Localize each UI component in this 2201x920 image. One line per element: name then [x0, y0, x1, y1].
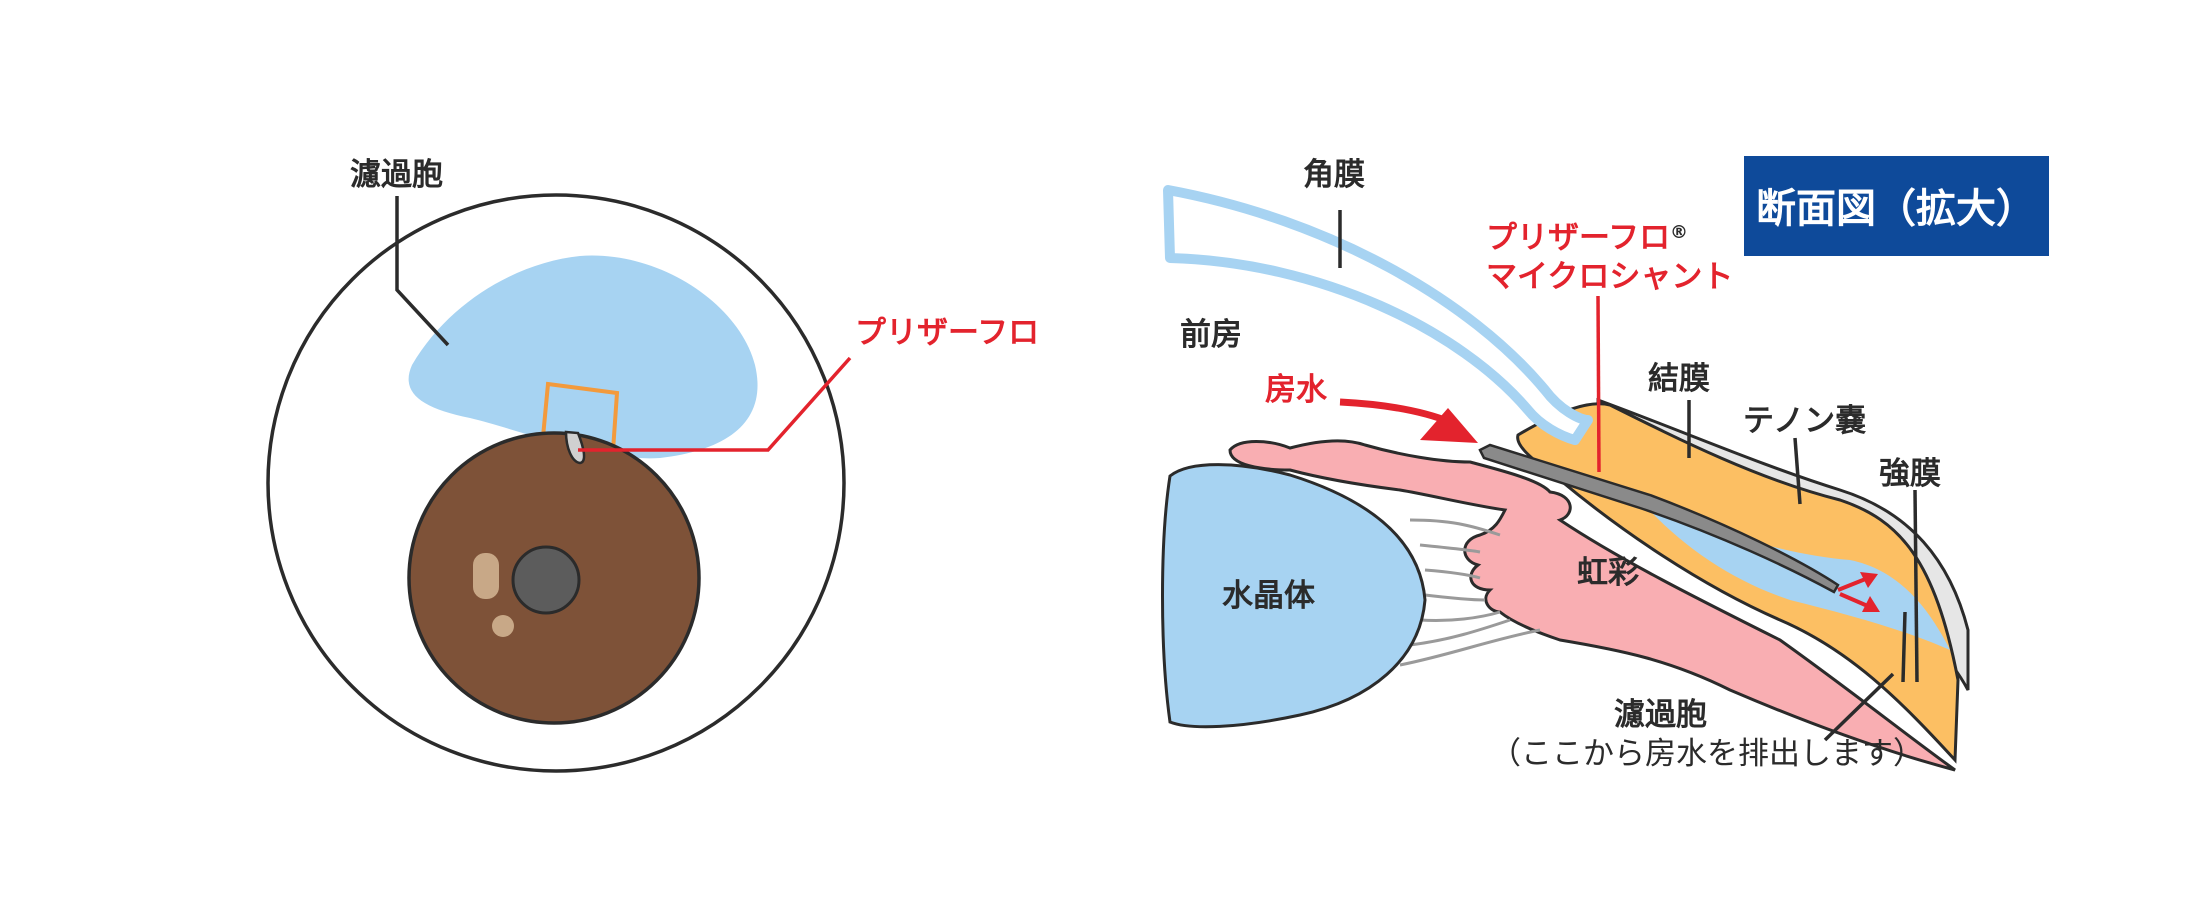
aqueous-flow-arrow — [1339, 398, 1452, 426]
outflow-arrows — [1837, 572, 1880, 612]
cornea — [1163, 185, 1593, 445]
filtering-bleb-front — [408, 255, 758, 459]
cross-section-illustration: 断面図（拡大） — [1161, 156, 2049, 772]
sclera-label: 強膜 — [1879, 456, 1941, 492]
zonule-fibers — [1399, 518, 1541, 667]
shunt-front — [564, 430, 586, 465]
iris-section — [1228, 439, 1956, 772]
bleb-leader-line — [395, 196, 450, 347]
section-badge — [1744, 156, 2049, 256]
anterior-chamber-label: 前房 — [1180, 317, 1242, 353]
device-label-front: プリザーフロ — [855, 315, 1039, 351]
aqueous-humor-label: 房水 — [1265, 372, 1328, 408]
device-name-line1: プリザーフロ — [1486, 220, 1670, 256]
front-view-illustration: 濾過胞 プリザーフロ — [266, 157, 1039, 773]
device-leader-line-section — [1596, 295, 1601, 473]
conjunctiva-label: 結膜 — [1648, 361, 1710, 397]
device-registered-mark: ® — [1670, 222, 1688, 243]
tenon-capsule-label: テノン嚢 — [1743, 403, 1866, 439]
iris-label: 虹彩 — [1577, 555, 1639, 591]
device-leader-line — [578, 356, 852, 452]
bleb-note: （ここから房水を排出します） — [1490, 736, 1924, 772]
aqueous-flow-arrowhead — [1420, 408, 1478, 443]
iris-highlight — [473, 553, 499, 599]
lens-label: 水晶体 — [1222, 578, 1315, 614]
bleb-label-front: 濾過胞 — [350, 157, 443, 193]
pupil — [511, 545, 581, 615]
section-badge-text: 断面図（拡大） — [1756, 186, 2036, 232]
device-name-line2: マイクロシャント — [1486, 259, 1733, 295]
bleb-label-section: 濾過胞 — [1614, 697, 1707, 733]
iris-highlight-small — [492, 615, 514, 637]
section-leader-lines — [1338, 210, 1919, 742]
cornea-label: 角膜 — [1303, 157, 1365, 193]
microshunt-tube — [1478, 443, 1840, 594]
crystalline-lens — [1161, 463, 1427, 729]
